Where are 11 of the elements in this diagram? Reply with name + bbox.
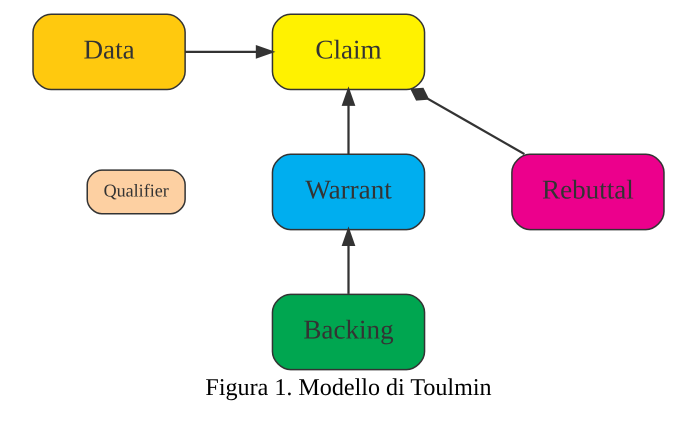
node-box: Backing xyxy=(272,294,426,370)
node-box: Data xyxy=(32,13,186,90)
arrow xyxy=(342,86,356,154)
node-box: Warrant xyxy=(272,154,426,230)
arrow xyxy=(185,45,276,59)
arrow xyxy=(342,226,356,294)
node-box: Qualifier xyxy=(86,169,186,215)
caption: Figura 1. Modello di Toulmin xyxy=(205,374,492,401)
connector xyxy=(410,88,525,156)
node-box: Rebuttal xyxy=(511,154,665,230)
node-box: Claim xyxy=(272,13,426,90)
